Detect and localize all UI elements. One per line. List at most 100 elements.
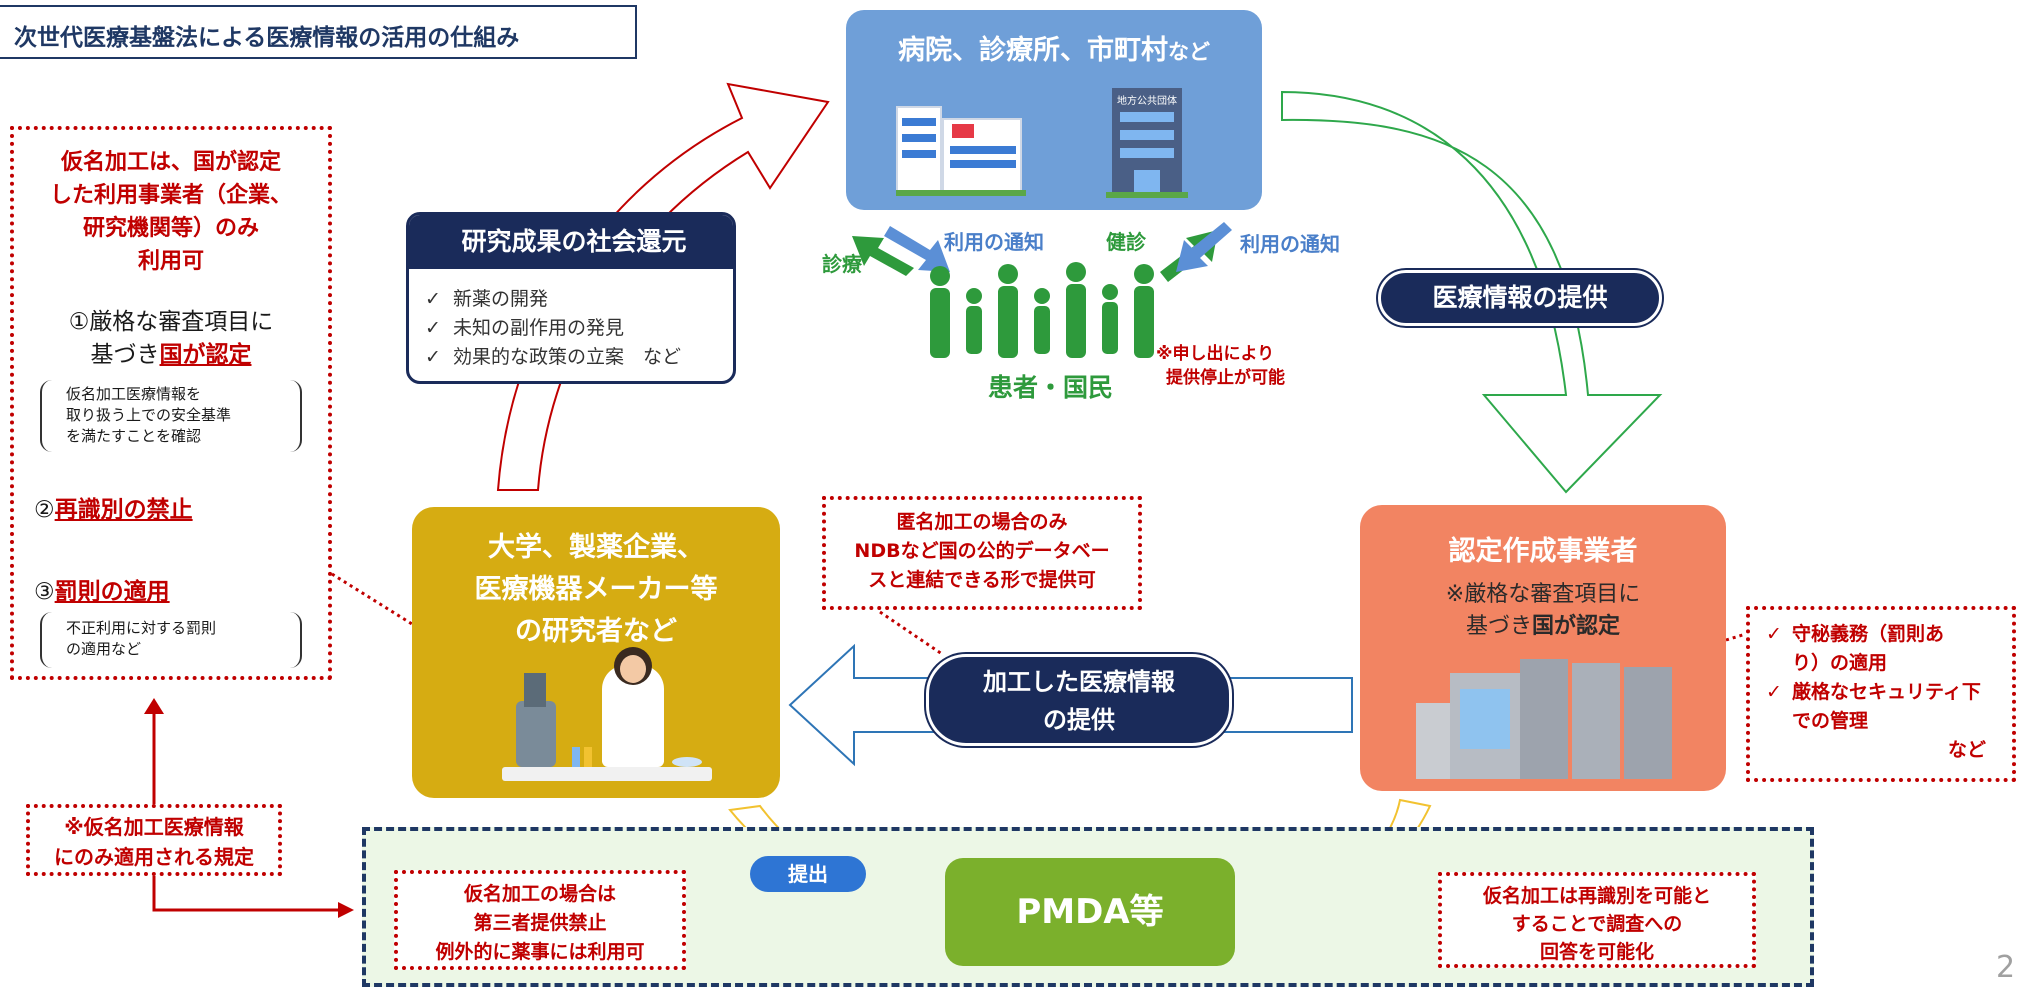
item1: ①厳格な審査項目に 基づき国が認定 bbox=[14, 306, 328, 372]
item1-line1: ①厳格な審査項目に bbox=[68, 309, 274, 335]
item2-num: ② bbox=[34, 497, 55, 523]
patients-label: 患者・国民 bbox=[988, 373, 1114, 402]
leader-anon bbox=[879, 610, 943, 656]
obligation-item: ✓ 守秘義務（罰則あり）の適用 bbox=[1766, 620, 2002, 678]
check-icon: ✓ bbox=[1766, 681, 1782, 703]
certified-desc-line: ※厳格な審査項目に bbox=[1445, 582, 1641, 607]
arrow-notice-right bbox=[1176, 222, 1232, 272]
researchers-line: の研究者など bbox=[515, 616, 677, 647]
list-item: ✓ 効果的な政策の立案 など bbox=[425, 343, 681, 372]
item3-note: 不正利用に対する罰則 の適用など bbox=[40, 612, 302, 668]
certified-emphasis: 国が認定 bbox=[1532, 614, 1621, 639]
notice-label-right: 利用の通知 bbox=[1240, 232, 1340, 256]
certified-creator-box: 認定作成事業者 ※厳格な審査項目に 基づき国が認定 bbox=[1360, 505, 1726, 791]
hospital-building-icon bbox=[896, 98, 1026, 198]
item1-emphasis: 国が認定 bbox=[159, 342, 252, 368]
opt-out-line: 提供停止が可能 bbox=[1166, 368, 1285, 388]
item3-note-line: の適用など bbox=[66, 640, 142, 658]
server-building-illustration bbox=[1416, 653, 1676, 781]
reident-line: 仮名加工は再識別を可能と bbox=[1482, 885, 1711, 907]
obligation-line: り）の適用 bbox=[1792, 652, 1888, 674]
anon-line: スと連結できる形で提供可 bbox=[868, 569, 1096, 591]
item2-emphasis: 再識別の禁止 bbox=[54, 497, 193, 523]
check-icon: ✓ bbox=[425, 346, 441, 368]
list-item: ✓ 新薬の開発 bbox=[425, 285, 681, 314]
pseudonym-only-rule-note: ※仮名加工医療情報 にのみ適用される規定 bbox=[26, 804, 282, 876]
researchers-box: 大学、製薬企業、 医療機器メーカー等 の研究者など bbox=[412, 507, 780, 798]
obligation-tail: など bbox=[1947, 739, 1986, 761]
obligation-item: ✓ 厳格なセキュリティ下での管理 bbox=[1766, 678, 2002, 736]
certified-pre: 基づき bbox=[1465, 614, 1532, 639]
certified-title: 認定作成事業者 bbox=[1448, 536, 1638, 567]
municipal-sign: 地方公共団体 bbox=[1117, 96, 1177, 107]
processed-info-label: 加工した医療情報 の提供 bbox=[926, 654, 1232, 746]
pseudonym-line: 仮名加工の場合は bbox=[463, 883, 616, 905]
reident-line: 回答を可能化 bbox=[1539, 941, 1654, 963]
researchers-title: 大学、製薬企業、 医療機器メーカー等 の研究者など bbox=[412, 527, 780, 653]
certified-desc-line: 基づき国が認定 bbox=[1360, 611, 1726, 643]
leader-right-note bbox=[1725, 632, 1747, 642]
check-icon: ✓ bbox=[1766, 623, 1782, 645]
anon-line: 匿名加工の場合のみ bbox=[896, 511, 1068, 533]
left-panel-heading: 仮名加工は、国が認定 した利用事業者（企業、 研究機関等）のみ 利用可 bbox=[14, 146, 328, 278]
item3-emphasis: 罰則の適用 bbox=[54, 579, 170, 605]
item2: ②再識別の禁止 bbox=[34, 494, 193, 527]
anon-line: NDBなど国の公的データベー bbox=[854, 540, 1110, 562]
arrow-hospital-to-certified bbox=[1281, 90, 1663, 494]
researchers-line: 大学、製薬企業、 bbox=[488, 532, 704, 563]
leader-left-panel bbox=[331, 572, 413, 626]
submit-label: 提出 bbox=[750, 856, 866, 892]
page-number: 2 bbox=[1996, 950, 2016, 985]
researchers-line: 医療機器メーカー等 bbox=[474, 574, 718, 605]
researcher-illustration bbox=[502, 647, 722, 787]
municipal-building-icon: 地方公共団体 bbox=[1106, 88, 1188, 200]
obligation-line: 厳格なセキュリティ下 bbox=[1792, 681, 1981, 703]
obligation-line: での管理 bbox=[1792, 710, 1869, 732]
arrowhead-note-up bbox=[144, 698, 164, 714]
list-item-text: 未知の副作用の発見 bbox=[453, 317, 625, 339]
left-heading-line: 研究機関等）のみ bbox=[82, 216, 259, 241]
item1-line2: 基づき国が認定 bbox=[14, 339, 328, 372]
reidentification-note: 仮名加工は再識別を可能と することで調査への 回答を可能化 bbox=[1438, 872, 1756, 968]
opt-out-note: ※申し出により 提供停止が可能 bbox=[1156, 342, 1285, 390]
processed-line: の提供 bbox=[1043, 706, 1115, 734]
notice-label-left: 利用の通知 bbox=[944, 230, 1044, 254]
left-heading-line: 仮名加工は、国が認定 bbox=[60, 150, 281, 175]
anonymous-processing-note: 匿名加工の場合のみ NDBなど国の公的データベー スと連結できる形で提供可 bbox=[822, 496, 1142, 610]
list-item-text: 効果的な政策の立案 など bbox=[453, 346, 682, 368]
hospital-title: 病院、診療所、市町村など bbox=[846, 28, 1262, 67]
people-icon bbox=[930, 262, 1154, 358]
left-conditions-panel: 仮名加工は、国が認定 した利用事業者（企業、 研究機関等）のみ 利用可 ①厳格な… bbox=[10, 126, 332, 680]
item3-note-line: 不正利用に対する罰則 bbox=[66, 619, 217, 637]
pmda-label: PMDA等 bbox=[945, 858, 1235, 966]
item3: ③罰則の適用 bbox=[34, 576, 170, 609]
opt-out-line: ※申し出により bbox=[1156, 344, 1275, 364]
arrow-notice-left bbox=[884, 226, 950, 272]
note-line: ※仮名加工医療情報 bbox=[64, 815, 244, 839]
processed-line: 加工した医療情報 bbox=[983, 668, 1175, 696]
arrowhead-note-right bbox=[338, 902, 354, 918]
certified-obligations-note: ✓ 守秘義務（罰則あり）の適用 ✓ 厳格なセキュリティ下での管理 など bbox=[1746, 606, 2016, 782]
arrow-shinryo bbox=[852, 236, 914, 276]
item1-note: 仮名加工医療情報を 取り扱う上での安全基準 を満たすことを確認 bbox=[40, 380, 302, 452]
hospital-title-suffix: など bbox=[1168, 40, 1210, 64]
pseudonym-third-party-note: 仮名加工の場合は 第三者提供禁止 例外的に薬事には利用可 bbox=[394, 870, 686, 970]
check-icon: ✓ bbox=[425, 288, 441, 310]
left-heading-line: した利用事業者（企業、 bbox=[49, 183, 292, 208]
item1-note-line: 仮名加工医療情報を bbox=[66, 385, 202, 403]
hospital-box: 病院、診療所、市町村など 地方公共団体 bbox=[846, 10, 1262, 210]
connector-note-right bbox=[152, 872, 340, 912]
item1-pre: 基づき bbox=[90, 342, 160, 368]
shinryo-label: 診療 bbox=[822, 252, 862, 276]
research-return-list: ✓ 新薬の開発 ✓ 未知の副作用の発見 ✓ 効果的な政策の立案 など bbox=[425, 285, 681, 372]
research-return-title: 研究成果の社会還元 bbox=[409, 215, 733, 269]
hospital-title-main: 病院、診療所、市町村 bbox=[898, 35, 1168, 66]
medical-info-provision-label: 医療情報の提供 bbox=[1378, 270, 1662, 326]
research-return-box: 研究成果の社会還元 ✓ 新薬の開発 ✓ 未知の副作用の発見 ✓ 効果的な政策の立… bbox=[406, 212, 736, 384]
page-title: 次世代医療基盤法による医療情報の活用の仕組み bbox=[0, 5, 637, 59]
list-item-text: 新薬の開発 bbox=[453, 288, 549, 310]
pseudonym-line: 第三者提供禁止 bbox=[473, 912, 607, 934]
kenshin-label: 健診 bbox=[1106, 230, 1146, 254]
obligation-line: 守秘義務（罰則あ bbox=[1792, 623, 1945, 645]
pseudonym-line: 例外的に薬事には利用可 bbox=[435, 941, 645, 963]
